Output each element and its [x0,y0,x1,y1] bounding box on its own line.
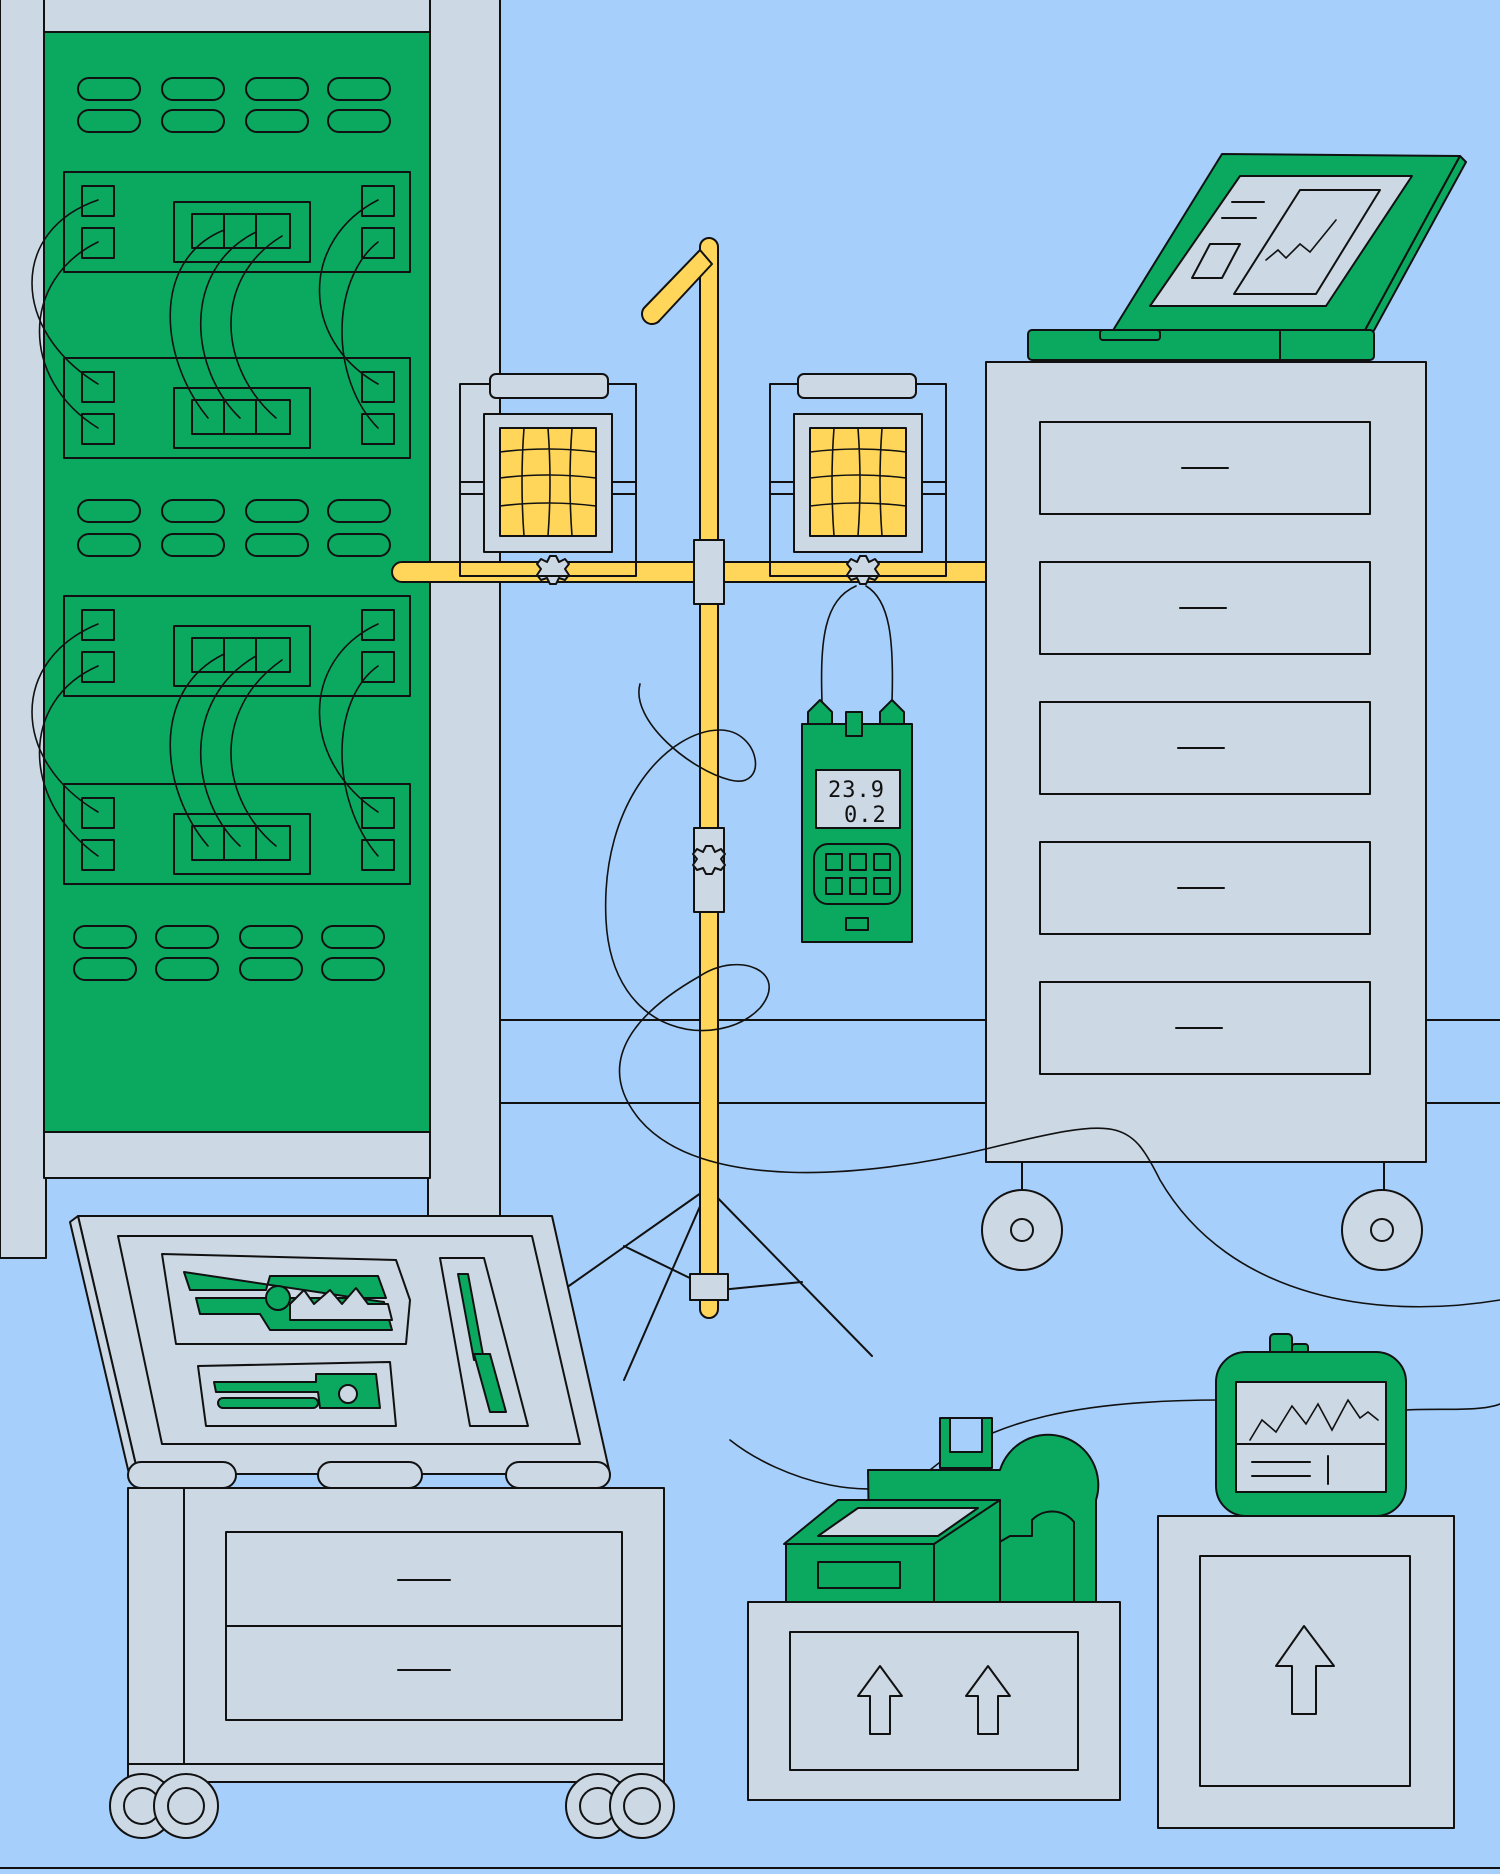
up-arrow-icon [965,1665,1011,1735]
line-chart-icon [1249,1398,1379,1441]
cart-drawer[interactable] [225,1625,623,1721]
up-arrow-icon [1275,1625,1335,1715]
up-arrow-icon [857,1665,903,1735]
meter-reading-2: 0.2 [844,803,887,828]
server-rack [0,0,501,1259]
vent-slots-middle [77,499,391,557]
shipping-box-single [1157,1515,1455,1829]
meter-key[interactable] [873,853,891,871]
shipping-box-double [747,1601,1121,1801]
laptop [1027,153,1467,361]
patch-panel-1 [63,171,411,273]
handheld-meter: 23.9 0.2 [801,585,913,943]
meter-power-button[interactable] [845,917,869,931]
drawer-cabinet [981,361,1427,1271]
printer-device [783,1417,1100,1605]
patch-panel-3 [63,595,411,697]
patch-panel-4 [63,783,411,885]
cabinet-drawer[interactable] [1039,421,1371,515]
meter-key[interactable] [825,877,843,895]
meter-reading-1: 23.9 [828,778,885,803]
patch-panel-2 [63,357,411,459]
vent-slots-top [77,77,391,133]
meter-key[interactable] [849,853,867,871]
meter-key[interactable] [873,877,891,895]
meter-key[interactable] [849,877,867,895]
gear-clamp-icon[interactable] [692,845,726,875]
meter-key[interactable] [825,853,843,871]
cabinet-drawer[interactable] [1039,561,1371,655]
patient-monitor [1215,1333,1407,1517]
gear-clamp-icon[interactable] [846,555,880,585]
gear-clamp-icon[interactable] [536,555,570,585]
infusion-pump-left [459,373,637,577]
patch-cables [31,199,379,857]
vent-slots-bottom [73,925,385,981]
line-chart-icon [1265,219,1337,261]
instrument-cart [109,1487,675,1839]
instrument-tray [69,1215,611,1489]
infusion-pump-right [769,373,947,577]
